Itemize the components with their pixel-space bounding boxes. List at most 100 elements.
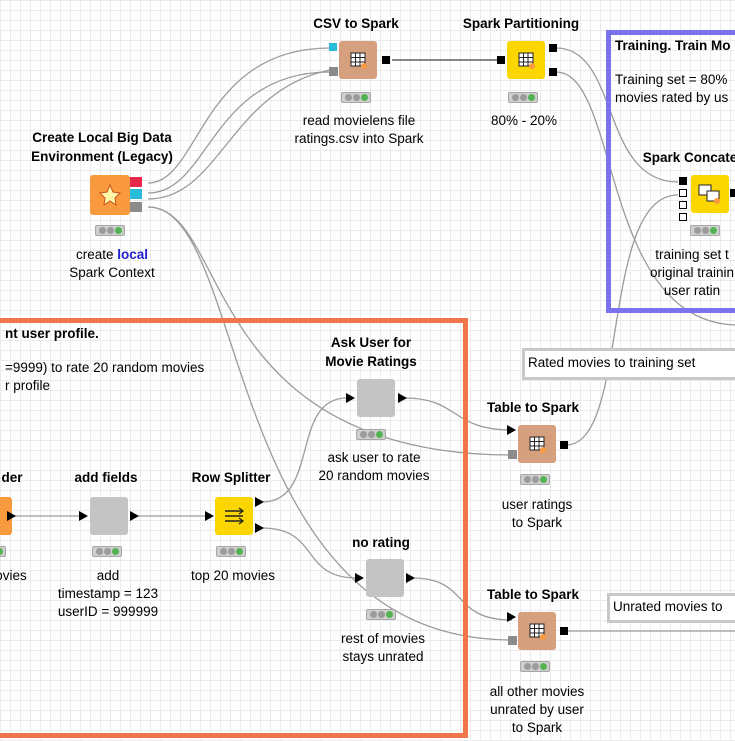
csv-desc-line2: ratings.csv into Spark (294, 131, 424, 146)
port-split-in[interactable] (205, 511, 214, 521)
port-concat-out[interactable] (730, 189, 735, 197)
port-norating-out[interactable] (406, 573, 415, 583)
node-title-no-rating: no rating (352, 535, 410, 550)
node-desc-add-fields: add timestamp = 123 userID = 999999 (58, 567, 158, 621)
port-add-out[interactable] (130, 511, 139, 521)
wire-env-tts1 (147, 206, 513, 456)
node-table-to-spark-1[interactable] (518, 425, 556, 463)
port-concat-in-3[interactable] (679, 201, 687, 209)
port-part-out-2[interactable] (549, 68, 557, 76)
node-title-row-splitter: Row Splitter (191, 470, 271, 485)
port-ask-out[interactable] (398, 393, 407, 403)
port-norating-in[interactable] (355, 573, 364, 583)
wire-split-norating (261, 527, 358, 579)
port-create-env-cyan[interactable] (130, 189, 142, 199)
row-splitter-icon (225, 507, 245, 525)
spark-star-icon (98, 183, 122, 207)
annotation-profile-title: nt user profile. (5, 326, 99, 341)
port-tts1-in[interactable] (507, 425, 516, 435)
node-reader[interactable] (0, 497, 12, 535)
port-add-in[interactable] (79, 511, 88, 521)
port-create-env-gray[interactable] (130, 202, 142, 212)
tts2-desc-line3: to Spark (511, 720, 563, 735)
node-spark-partitioning[interactable] (507, 41, 545, 79)
node-add-fields[interactable] (90, 497, 128, 535)
ask-user-desc-line2: 20 random movies (318, 468, 430, 483)
status-csv-to-spark (341, 92, 371, 103)
port-concat-in-1[interactable] (679, 177, 687, 185)
port-tts1-out[interactable] (560, 441, 568, 449)
port-csv-out[interactable] (382, 56, 390, 64)
annotation-unrated-label: Unrated movies to (607, 593, 735, 623)
status-ask-user (356, 429, 386, 440)
concat-desc-line3: user ratin (663, 283, 721, 298)
status-reader (0, 546, 6, 557)
port-tts2-in-2[interactable] (508, 636, 517, 645)
add-fields-desc-line1: add (96, 568, 120, 583)
node-desc-row-splitter: top 20 movies (190, 568, 276, 583)
status-table-to-spark-2 (520, 661, 550, 672)
port-tts1-in-2[interactable] (508, 450, 517, 459)
node-desc-ask-user: ask user to rate 20 random movies (318, 449, 429, 485)
port-split-out-1[interactable] (255, 497, 264, 507)
port-tts2-out[interactable] (560, 627, 568, 635)
unrated-label-text: Unrated movies to (613, 599, 723, 614)
node-ask-user[interactable] (357, 379, 395, 417)
annotation-user-profile: nt user profile. =9999) to rate 20 rando… (0, 318, 468, 738)
ask-user-title-line1: Ask User for (330, 335, 412, 350)
port-csv-in-1[interactable] (329, 43, 337, 51)
annotation-profile-line2: r profile (5, 378, 51, 393)
node-table-to-spark-2[interactable] (518, 612, 556, 650)
node-spark-concatenate[interactable] (691, 175, 729, 213)
port-csv-in-2[interactable] (329, 67, 338, 76)
wire-split-ask (261, 397, 348, 503)
node-csv-to-spark[interactable] (339, 41, 377, 79)
table-grid-icon (529, 623, 546, 640)
wire-env-csv-1 (147, 47, 331, 184)
create-env-desc-pre: create (75, 247, 118, 262)
no-rating-desc-line1: rest of movies (340, 631, 426, 646)
wire-env-up (147, 69, 331, 200)
wire-tts1-concat (565, 194, 679, 446)
wire-ask-tts1 (403, 397, 513, 431)
table-grid-icon (698, 184, 720, 204)
node-desc-spark-partitioning: 80% - 20% (490, 113, 558, 128)
port-concat-in-4[interactable] (679, 213, 687, 221)
tts1-desc-line1: user ratings (501, 497, 573, 512)
add-fields-desc-line3: userID = 999999 (57, 604, 159, 619)
annotation-rated-label: Rated movies to training set (522, 348, 735, 380)
concat-desc-line2: original trainin (649, 265, 735, 280)
node-title-spark-partitioning: Spark Partitioning (462, 16, 580, 31)
wire-part-concat-1 (555, 47, 679, 183)
node-title-ask-user: Ask User for Movie Ratings (325, 333, 417, 371)
node-desc-table-to-spark-2: all other movies unrated by user to Spar… (490, 683, 585, 737)
port-part-in[interactable] (497, 56, 505, 64)
node-title-reader: der (1, 470, 23, 485)
annotation-training-title: Training. Train Mo (615, 38, 731, 53)
node-desc-create-env: create local Spark Context (69, 246, 155, 282)
status-spark-concatenate (690, 225, 720, 236)
create-env-desc-highlight: local (117, 247, 149, 262)
tts1-desc-line2: to Spark (511, 515, 563, 530)
node-create-env[interactable] (90, 175, 130, 215)
wire-norating-tts2 (411, 577, 513, 621)
concat-desc-line1: training set t (655, 247, 729, 262)
node-row-splitter[interactable] (215, 497, 253, 535)
port-part-out-1[interactable] (549, 44, 557, 52)
port-tts2-in[interactable] (507, 612, 516, 622)
ask-user-desc-line1: ask user to rate (327, 450, 421, 465)
annotation-training: Training. Train Mo Training set = 80% mo… (606, 30, 735, 313)
status-add-fields (92, 546, 122, 557)
no-rating-desc-line2: stays unrated (342, 649, 424, 664)
annotation-training-line1: Training set = 80% (615, 72, 728, 87)
node-no-rating[interactable] (366, 559, 404, 597)
port-create-env-red[interactable] (130, 177, 142, 187)
node-title-table-to-spark-1: Table to Spark (486, 400, 580, 415)
port-split-out-2[interactable] (255, 523, 264, 533)
port-reader-out[interactable] (7, 511, 16, 521)
port-concat-in-2[interactable] (679, 189, 687, 197)
rated-label-text: Rated movies to training set (528, 355, 696, 370)
port-ask-in[interactable] (346, 393, 355, 403)
create-env-desc-line2: Spark Context (69, 265, 155, 280)
table-grid-icon (518, 52, 535, 69)
